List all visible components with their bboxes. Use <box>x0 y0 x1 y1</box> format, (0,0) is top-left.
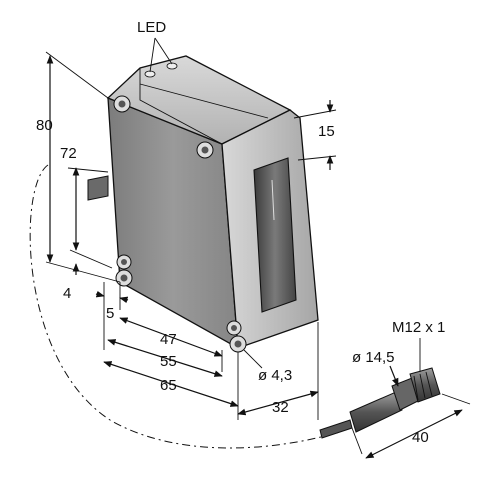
dim-width-47: 47 <box>160 331 177 348</box>
dim-offset-5: 5 <box>106 305 114 322</box>
mounting-screw-top-left <box>113 95 131 113</box>
dim-height-72: 72 <box>60 145 77 162</box>
dim-width-55: 55 <box>160 353 177 370</box>
optical-window <box>253 157 297 313</box>
mounting-screw-bottom-right-upper <box>226 320 242 336</box>
led-indicator-2 <box>166 62 178 70</box>
cable-centerline <box>29 164 341 449</box>
dim-width-65: 65 <box>160 377 177 394</box>
sensor-housing <box>87 55 319 353</box>
dim-window-15: 15 <box>318 123 335 140</box>
dim-hole-diameter: ø 4,3 <box>258 367 292 384</box>
mounting-screw-bottom-left <box>115 269 133 287</box>
m12-connector <box>319 367 441 439</box>
connector-thread-label: M12 x 1 <box>392 319 445 336</box>
dim-height-80: 80 <box>36 117 53 134</box>
connector-diameter-label: ø 14,5 <box>352 349 395 366</box>
dim-offset-4: 4 <box>63 285 71 302</box>
led-label: LED <box>137 19 166 36</box>
connector-length-label: 40 <box>412 429 429 446</box>
mounting-screw-bottom-right <box>229 335 247 353</box>
mounting-screw-top-right <box>196 141 214 159</box>
dim-depth-32: 32 <box>272 399 289 416</box>
mounting-screw-bottom-left-upper <box>116 254 132 270</box>
